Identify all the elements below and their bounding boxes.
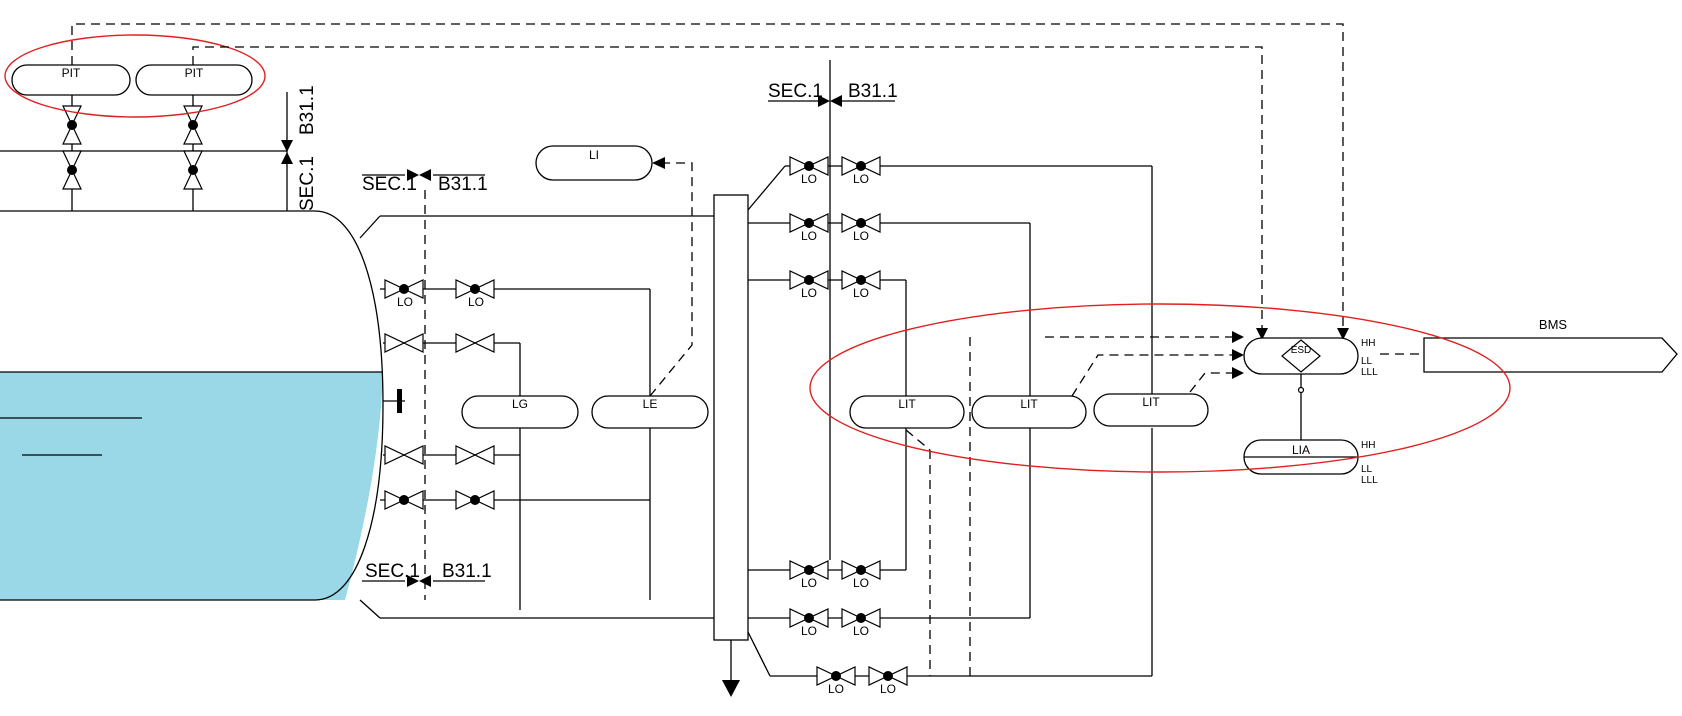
- pit-label-1: PIT: [62, 66, 81, 80]
- bms-label: BMS: [1539, 317, 1568, 332]
- svg-text:LO: LO: [853, 172, 869, 186]
- bridle-column: [359, 194, 749, 697]
- pit-highlight-ellipse: [4, 34, 266, 118]
- level-nozzle: [397, 389, 402, 413]
- svg-text:LO: LO: [853, 286, 869, 300]
- esd-highlight-ellipse: [809, 303, 1511, 473]
- lia-ll: LL: [1361, 464, 1373, 475]
- esd-lll: LLL: [1361, 367, 1378, 378]
- lit-label-1: LIT: [898, 397, 916, 411]
- transmitter-valves: LO LO LO LO LO LO LO LO LO LO LO LO: [747, 156, 1153, 696]
- svg-text:LO: LO: [801, 576, 817, 590]
- lit-transmitters: LIT LIT LIT: [849, 393, 1209, 429]
- spec-b31-vertical: B31.1: [297, 85, 318, 135]
- spec-sec-vertical: SEC.1: [297, 156, 318, 211]
- li-label: LI: [589, 148, 599, 162]
- pit-assembly: PIT PIT: [0, 34, 287, 211]
- spec-sec-right: SEC.1: [768, 81, 823, 102]
- svg-text:LO: LO: [468, 295, 484, 309]
- lg-label: LG: [512, 397, 528, 411]
- spec-b31-right: B31.1: [848, 81, 898, 102]
- svg-text:LO: LO: [828, 682, 844, 696]
- bms-offpage-connector: [1423, 337, 1678, 373]
- spec-b31-lower: B31.1: [442, 561, 492, 582]
- pit-transmitter-2: [135, 64, 253, 96]
- lg-gauge: [461, 395, 579, 429]
- svg-text:LO: LO: [853, 624, 869, 638]
- esd-hh: HH: [1361, 338, 1375, 349]
- svg-text:LO: LO: [880, 682, 896, 696]
- svg-text:LO: LO: [853, 576, 869, 590]
- spec-break-top: B31.1 SEC.1: [281, 85, 318, 211]
- esd-diamond: [1281, 339, 1321, 373]
- svg-text:LO: LO: [801, 286, 817, 300]
- spec-sec-upper: SEC.1: [362, 174, 417, 195]
- esd-ll: LL: [1361, 356, 1373, 367]
- svg-text:LO: LO: [801, 624, 817, 638]
- esd-logic: ESD HH LL LLL LIA HH LL LLL BMS: [71, 23, 1678, 486]
- lit-transmitter-3: [1093, 393, 1209, 427]
- lit-label-3: LIT: [1142, 395, 1160, 409]
- spec-sec-lower: SEC.1: [365, 561, 420, 582]
- pit-transmitter-1: [11, 64, 131, 96]
- spec-b31-upper: B31.1: [438, 174, 488, 195]
- svg-text:LO: LO: [397, 295, 413, 309]
- le-label: LE: [643, 397, 658, 411]
- gauge-branches: SEC.1 B31.1 LO LO SEC.1 B31.1 LG LE LI: [362, 145, 709, 610]
- lia-hh: HH: [1361, 440, 1375, 451]
- svg-text:LO: LO: [853, 229, 869, 243]
- vessel-liquid: [0, 372, 383, 600]
- vessel: [0, 210, 384, 601]
- esd-label: ESD: [1291, 345, 1312, 356]
- lia-label: LIA: [1292, 443, 1310, 457]
- lit-transmitter-2: [971, 395, 1087, 429]
- lit-label-2: LIT: [1020, 397, 1038, 411]
- lia-lll: LLL: [1361, 475, 1378, 486]
- pit-label-2: PIT: [185, 66, 204, 80]
- lit-transmitter-1: [849, 395, 965, 429]
- svg-text:LO: LO: [801, 229, 817, 243]
- spec-break-right: SEC.1 B31.1: [768, 60, 898, 560]
- svg-text:LO: LO: [801, 172, 817, 186]
